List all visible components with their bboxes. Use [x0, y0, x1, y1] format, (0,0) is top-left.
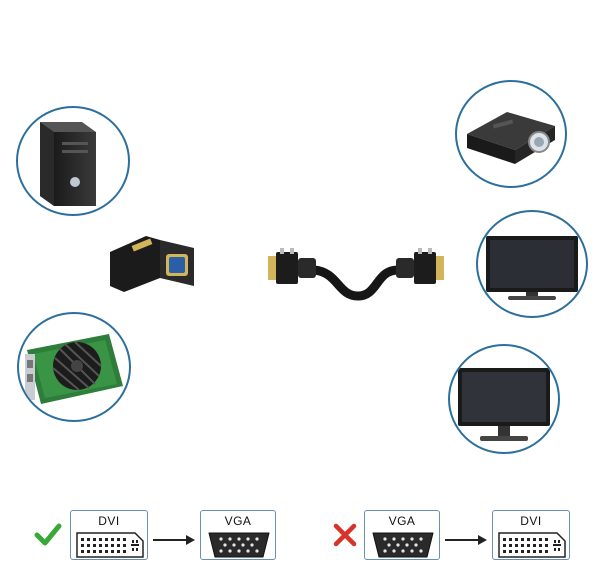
vga-label-invalid: VGA	[388, 514, 416, 528]
projector-circle	[455, 80, 567, 188]
dvi-cable-icon	[268, 248, 444, 301]
dvi-label-valid: DVI	[98, 514, 120, 528]
monitor-circle	[448, 344, 560, 454]
cross-icon	[333, 523, 357, 547]
vga-port-box-invalid: VGA	[364, 510, 440, 560]
dvi-vga-adapter-icon	[110, 236, 194, 292]
tv-icon	[486, 236, 578, 300]
vga-label-valid: VGA	[224, 514, 252, 528]
check-icon	[34, 523, 62, 546]
dvi-port-icon	[498, 532, 566, 558]
pc-tower-icon	[40, 122, 96, 206]
vga-port-icon	[208, 532, 270, 558]
pc-tower-circle	[16, 106, 130, 216]
arrow-right-icon	[153, 535, 195, 545]
dvi-port-box-valid: DVI	[70, 510, 148, 560]
graphics-card-circle	[17, 312, 131, 422]
tv-circle	[476, 210, 588, 318]
projector-icon	[467, 112, 555, 164]
graphics-card-icon	[25, 334, 123, 404]
vga-port-box-valid: VGA	[200, 510, 276, 560]
monitor-icon	[458, 368, 550, 441]
dvi-label-invalid: DVI	[520, 514, 542, 528]
dvi-port-icon	[76, 532, 144, 558]
arrow-right-icon	[445, 535, 487, 545]
dvi-port-box-invalid: DVI	[492, 510, 570, 560]
vga-port-icon	[372, 532, 434, 558]
